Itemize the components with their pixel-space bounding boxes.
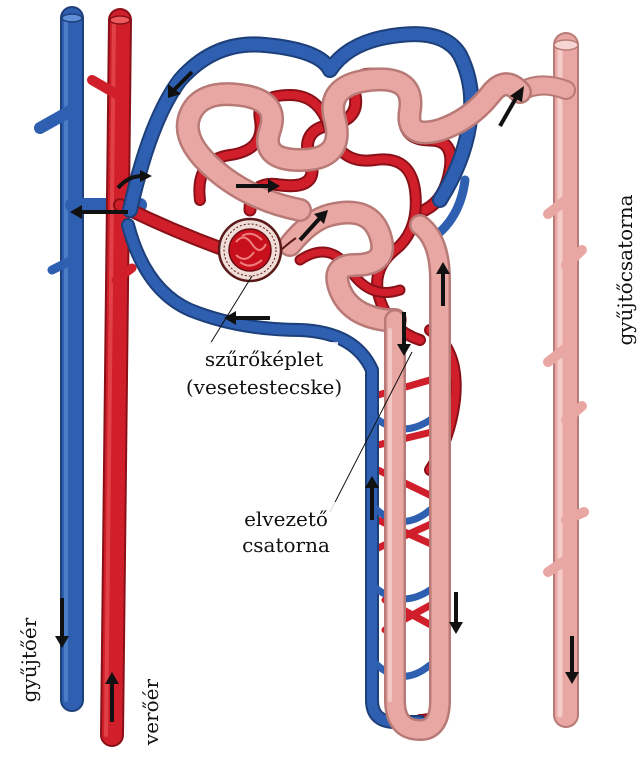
label-duct-line2: csatorna: [242, 533, 330, 557]
arrow-vasa-recta-down: [449, 592, 463, 634]
label-vein: gyűjtőér: [17, 617, 41, 702]
leader-filter: [210, 276, 252, 344]
nephron-tubule: [188, 79, 520, 730]
collecting-duct-vessel: [520, 40, 584, 715]
label-filter-line2: (vesetestecske): [186, 375, 342, 399]
label-artery: verőér: [139, 678, 163, 746]
label-filter-line1: szűrőképlet: [205, 347, 323, 371]
artery-vessel: [92, 16, 132, 735]
label-collecting-duct: gyűjtőcsatorna: [613, 194, 637, 345]
label-duct-line1: elvezető: [244, 507, 328, 531]
